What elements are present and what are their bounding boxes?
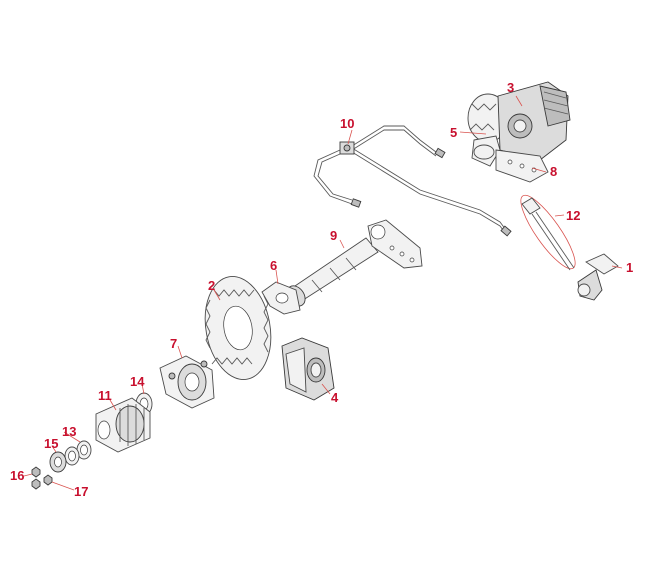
callout-16: 16 <box>10 468 24 483</box>
callout-15: 15 <box>44 436 58 451</box>
callout-5: 5 <box>450 125 457 140</box>
callout-11: 11 <box>98 388 112 403</box>
callout-13: 13 <box>62 424 76 439</box>
callout-14: 14 <box>130 374 145 389</box>
push-rod <box>520 194 576 271</box>
leader-lines <box>23 95 623 491</box>
callout-12: 12 <box>566 208 580 223</box>
callout-labels: 1 2 3 4 5 6 7 8 9 10 11 12 13 14 15 16 1… <box>10 80 633 499</box>
bearings <box>64 440 92 466</box>
callout-10: 10 <box>340 116 354 131</box>
callout-7: 7 <box>170 336 177 351</box>
brake-disc <box>204 276 272 380</box>
pivot-shaft <box>286 219 423 307</box>
bracket-6 <box>261 281 301 315</box>
callout-2: 2 <box>208 278 215 293</box>
callout-3: 3 <box>507 80 514 95</box>
nuts <box>31 466 53 490</box>
master-cylinder-assembly <box>467 81 571 183</box>
caliper <box>281 337 335 401</box>
callout-1: 1 <box>626 260 633 275</box>
callout-17: 17 <box>74 484 88 499</box>
brake-lines <box>313 125 512 237</box>
brake-pedal <box>577 253 619 301</box>
callout-4: 4 <box>331 390 339 405</box>
washer <box>49 451 67 473</box>
hub <box>159 355 215 409</box>
callout-9: 9 <box>330 228 337 243</box>
callout-8: 8 <box>550 164 557 179</box>
callout-6: 6 <box>270 258 277 273</box>
bearing-housing <box>95 397 151 453</box>
